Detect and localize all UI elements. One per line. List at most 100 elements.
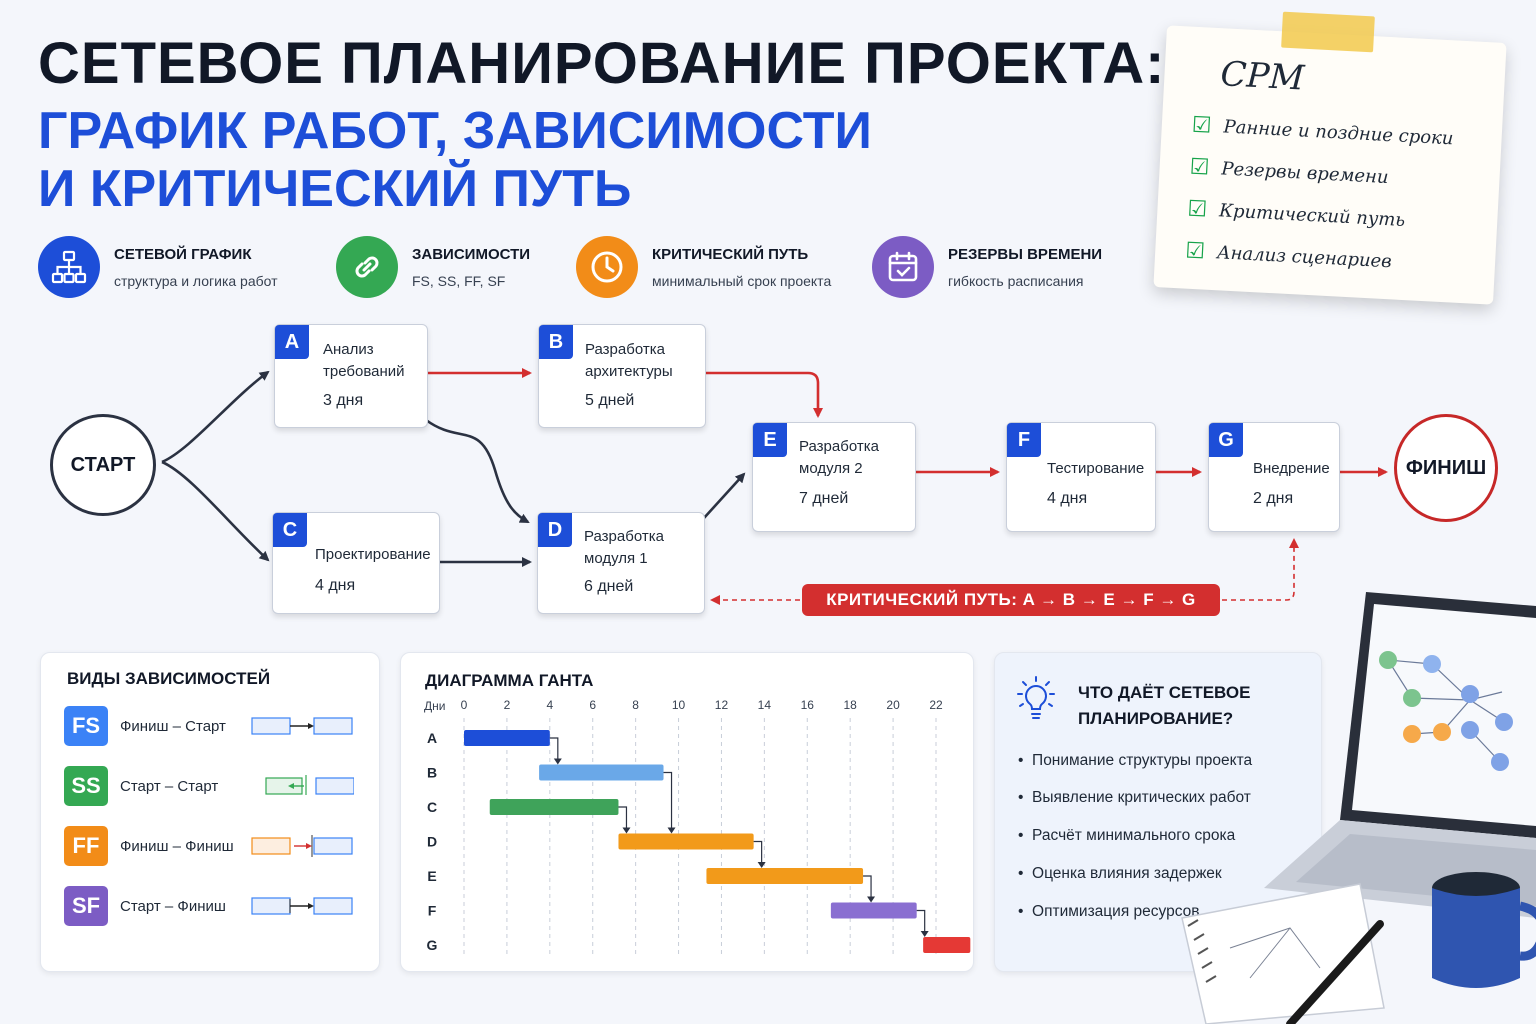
benefit-text: Оптимизация ресурсов bbox=[1032, 903, 1200, 920]
gantt-arrowhead bbox=[622, 827, 631, 834]
gantt-bar-b bbox=[539, 764, 664, 781]
gantt-dependency-arrow bbox=[863, 875, 872, 899]
pen-icon bbox=[1286, 920, 1384, 1024]
hierarchy-icon bbox=[38, 236, 100, 298]
activity-duration: 6 дней bbox=[584, 578, 634, 595]
gantt-category-label: E bbox=[427, 868, 436, 884]
feature-network: СЕТЕВОЙ ГРАФИК структура и логика работ bbox=[38, 236, 278, 298]
subtitle-line-2: И КРИТИЧЕСКИЙ ПУТЬ bbox=[38, 160, 632, 218]
gantt-tick-label: 4 bbox=[546, 698, 553, 712]
gantt-category-label: D bbox=[427, 834, 437, 850]
gantt-arrowhead bbox=[867, 896, 876, 903]
edge-b-e bbox=[704, 371, 823, 418]
activity-name: Внедрение bbox=[1253, 460, 1330, 477]
gantt-bar-d bbox=[618, 833, 754, 850]
gantt-tick-label: 10 bbox=[672, 698, 686, 712]
activity-name: Анализ требований bbox=[323, 341, 405, 380]
activity-letter: D bbox=[538, 513, 572, 547]
feature-title: РЕЗЕРВЫ ВРЕМЕНИ bbox=[948, 245, 1103, 263]
gantt-tick-label: 12 bbox=[715, 698, 729, 712]
feature-subtitle: минимальный срок проекта bbox=[652, 272, 832, 289]
link-icon bbox=[336, 236, 398, 298]
gantt-dependency-arrow bbox=[753, 840, 763, 864]
notebook-icon bbox=[1181, 883, 1385, 1024]
gantt-title: ДИАГРАММА ГАНТА bbox=[425, 671, 594, 690]
page-title: СЕТЕВОЕ ПЛАНИРОВАНИЕ ПРОЕКТА: bbox=[38, 31, 1166, 96]
benefits-title-line: ПЛАНИРОВАНИЕ? bbox=[1078, 709, 1234, 728]
benefit-item: • Понимание структуры проекта bbox=[1018, 752, 1253, 769]
activity-name: Разработка архитектуры bbox=[585, 341, 673, 380]
activity-node-d: D Разработка модуля 1 6 дней bbox=[537, 512, 705, 614]
feature-critical-path: КРИТИЧЕСКИЙ ПУТЬ минимальный срок проект… bbox=[576, 236, 831, 298]
dependency-label: Финиш – Финиш bbox=[120, 837, 234, 855]
feature-subtitle: FS, SS, FF, SF bbox=[412, 272, 506, 289]
dependency-sf: SF Старт – Финиш bbox=[64, 886, 354, 926]
critical-path-pointer bbox=[1222, 538, 1299, 601]
activity-letter: G bbox=[1209, 423, 1243, 457]
activity-letter: B bbox=[539, 325, 573, 359]
gantt-category-label: A bbox=[427, 730, 437, 746]
activity-duration: 3 дня bbox=[323, 392, 364, 409]
feature-subtitle: структура и логика работ bbox=[114, 272, 278, 289]
benefit-item: • Оценка влияния задержек bbox=[1018, 865, 1222, 882]
gantt-bar-a bbox=[464, 730, 550, 746]
dependency-label: Старт – Старт bbox=[120, 777, 219, 795]
benefit-text: Расчёт минимального срока bbox=[1032, 827, 1236, 844]
gantt-category-label: F bbox=[428, 903, 437, 919]
critical-path-label: КРИТИЧЕСКИЙ ПУТЬ: A → B → E → F → G bbox=[802, 584, 1220, 616]
sf-diagram-icon bbox=[251, 897, 353, 915]
calendar-icon bbox=[872, 236, 934, 298]
gantt-tick-label: 14 bbox=[758, 698, 772, 712]
feature-title: ЗАВИСИМОСТИ bbox=[412, 245, 531, 263]
gantt-bar-f bbox=[830, 902, 917, 919]
activity-node-a: A Анализ требований 3 дня bbox=[274, 324, 428, 428]
edge-start-c bbox=[161, 460, 270, 562]
page-subtitle: ГРАФИК РАБОТ, ЗАВИСИМОСТИ И КРИТИЧЕСКИЙ … bbox=[38, 102, 872, 218]
benefit-text: Выявление критических работ bbox=[1032, 789, 1251, 806]
gantt-tick-label: 0 bbox=[461, 698, 468, 712]
gantt-bar-c bbox=[489, 799, 619, 815]
feature-title: СЕТЕВОЙ ГРАФИК bbox=[114, 245, 252, 263]
activity-letter: C bbox=[273, 513, 307, 547]
gantt-tick-label: 20 bbox=[886, 698, 900, 712]
gantt-arrowhead bbox=[553, 758, 562, 765]
gantt-category-label: C bbox=[427, 799, 437, 815]
gantt-dependency-arrow bbox=[618, 806, 628, 830]
activity-duration: 2 дня bbox=[1253, 490, 1294, 507]
edge-start-a bbox=[161, 370, 270, 464]
activity-name: Тестирование bbox=[1047, 460, 1145, 477]
feature-time-reserves: РЕЗЕРВЫ ВРЕМЕНИ гибкость расписания bbox=[872, 236, 1102, 298]
fs-diagram-icon bbox=[251, 717, 353, 735]
activity-node-b: B Разработка архитектуры 5 дней bbox=[538, 324, 706, 428]
benefit-text: Оценка влияния задержек bbox=[1032, 865, 1222, 882]
benefits-title-line: ЧТО ДАЁТ СЕТЕВОЕ bbox=[1078, 683, 1251, 702]
benefit-item: • Оптимизация ресурсов bbox=[1018, 903, 1200, 920]
activity-duration: 5 дней bbox=[585, 392, 635, 409]
gantt-tick-label: 2 bbox=[504, 698, 511, 712]
clock-icon bbox=[576, 236, 638, 298]
subtitle-line-1: ГРАФИК РАБОТ, ЗАВИСИМОСТИ bbox=[38, 102, 872, 160]
dependency-fs: FS Финиш – Старт bbox=[64, 706, 354, 746]
dependency-types-title: ВИДЫ ЗАВИСИМОСТЕЙ bbox=[67, 669, 271, 688]
gantt-axis-label: Дни bbox=[424, 699, 445, 713]
ff-diagram-icon bbox=[251, 835, 353, 857]
gantt-arrowhead bbox=[757, 862, 766, 868]
activity-name: Разработка модуля 2 bbox=[799, 438, 879, 477]
dependency-ss: SS Старт – Старт bbox=[64, 766, 354, 806]
lightbulb-icon bbox=[1010, 674, 1062, 731]
gantt-arrowhead bbox=[920, 931, 929, 937]
feature-subtitle: гибкость расписания bbox=[948, 272, 1084, 289]
gantt-bar-g bbox=[923, 937, 971, 953]
dependency-list: FS Финиш – Старт SS Старт – Старт FF Фин… bbox=[40, 652, 378, 970]
feature-title: КРИТИЧЕСКИЙ ПУТЬ bbox=[652, 245, 809, 263]
gantt-category-label: B bbox=[427, 765, 437, 781]
activity-name: Разработка модуля 1 bbox=[584, 528, 664, 567]
activity-duration: 7 дней bbox=[799, 490, 849, 507]
start-node: СТАРТ bbox=[50, 414, 156, 516]
dependency-label: Финиш – Старт bbox=[120, 717, 226, 735]
gantt-tick-label: 16 bbox=[801, 698, 815, 712]
activity-duration: 4 дня bbox=[1047, 490, 1088, 507]
dependency-code: FS bbox=[64, 706, 108, 746]
